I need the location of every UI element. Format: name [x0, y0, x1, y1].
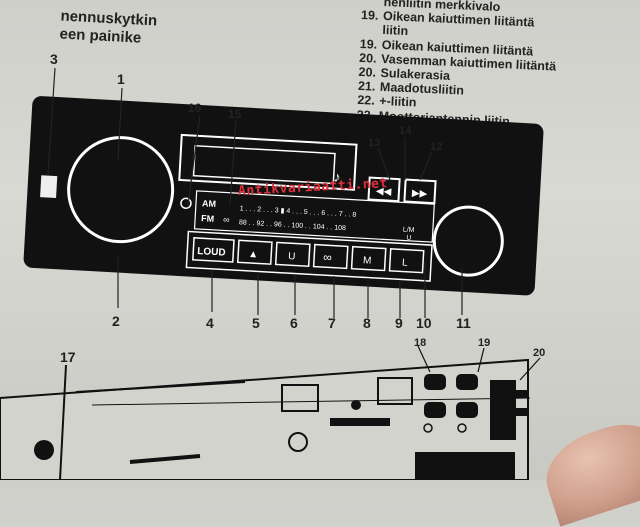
callout-number: 1 [117, 71, 125, 87]
stereo-button[interactable] [312, 243, 349, 270]
l-band-button[interactable] [388, 248, 425, 274]
m-button-label: M [363, 255, 372, 266]
fm-band-label: FM [201, 213, 215, 224]
l-button-label: L [402, 257, 409, 268]
callout-number: 2 [112, 313, 120, 329]
u-button-label: U [288, 251, 296, 262]
m-band-button[interactable] [350, 245, 387, 272]
indicator-led [180, 197, 192, 210]
callout-number: 9 [395, 315, 403, 331]
callout-number: 15 [228, 107, 242, 121]
speaker-connector-right [424, 374, 446, 390]
callout-number: 4 [206, 315, 214, 331]
speaker-connector-left [456, 374, 478, 390]
u-scale-label: U [406, 235, 411, 242]
callout-number: 18 [414, 337, 426, 349]
rewind-button[interactable] [367, 176, 401, 203]
radio-diagram: ♪ ◀◀ ▶▶ AM FM ∞ 1 . . . 2 . . . 3 ▮ 4 . … [0, 51, 545, 480]
callout-number: 12 [430, 141, 442, 153]
callout-number: 13 [368, 137, 380, 149]
forward-icon: ▶▶ [412, 188, 428, 200]
callout-number: 17 [60, 349, 76, 365]
antenna-socket [281, 384, 319, 412]
callout-number: 3 [50, 51, 58, 67]
cassette-note-icon: ♪ [333, 169, 341, 185]
u-band-button[interactable] [274, 241, 311, 268]
faceplate-tab [40, 175, 58, 199]
volume-knob [67, 136, 175, 244]
callout-number: 16 [188, 101, 202, 115]
callout-number: 19 [478, 337, 490, 349]
am-band-label: AM [202, 198, 217, 209]
callout-number: 14 [399, 125, 412, 137]
callout-number: 7 [328, 315, 336, 331]
lm-label: L/M [403, 226, 415, 234]
tuning-scale [193, 190, 435, 243]
callout-leaders [47, 67, 463, 318]
stereo-indicator-icon: ∞ [223, 214, 230, 224]
tone-button[interactable] [236, 239, 273, 265]
forward-button[interactable] [403, 178, 437, 205]
loud-button[interactable] [192, 237, 235, 263]
tuning-knob [432, 205, 504, 277]
callout-number: 20 [533, 347, 545, 359]
loud-label: LOUD [197, 246, 226, 259]
rear-chassis [0, 345, 541, 480]
callout-number: 5 [252, 315, 260, 331]
rewind-icon: ◀◀ [376, 186, 392, 198]
callout-number: 8 [363, 315, 371, 331]
tone-icon: ▲ [248, 249, 259, 261]
callout-number: 10 [416, 315, 432, 331]
chassis-outline [0, 358, 529, 480]
callout-number: 11 [456, 315, 471, 331]
fuse-box [490, 380, 516, 440]
stereo-button-icon: ∞ [323, 250, 332, 264]
mounting-hole [34, 440, 54, 460]
callout-number: 6 [290, 315, 298, 331]
